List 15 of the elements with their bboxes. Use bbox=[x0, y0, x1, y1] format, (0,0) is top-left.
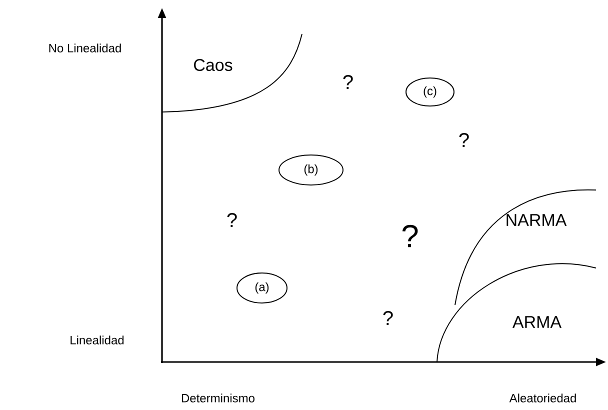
region-label: NARMA bbox=[506, 214, 567, 226]
question-mark: ? bbox=[383, 311, 393, 325]
question-mark: ? bbox=[402, 224, 418, 248]
ellipse-label: (c) bbox=[406, 78, 454, 106]
question-mark: ? bbox=[227, 213, 237, 227]
question-mark: ? bbox=[343, 75, 353, 89]
ellipse-label: (a) bbox=[236, 272, 288, 304]
region-label: ARMA bbox=[512, 316, 562, 328]
ellipse-label: (b) bbox=[278, 154, 344, 186]
region-label: Caos bbox=[194, 58, 232, 72]
axis-label: No Linealidad bbox=[49, 44, 121, 52]
question-mark: ? bbox=[459, 133, 469, 147]
axis-label: Determinismo bbox=[182, 394, 254, 402]
axis-label: Linealidad bbox=[70, 336, 124, 344]
axis-label: Aleatoriedad bbox=[509, 394, 576, 402]
